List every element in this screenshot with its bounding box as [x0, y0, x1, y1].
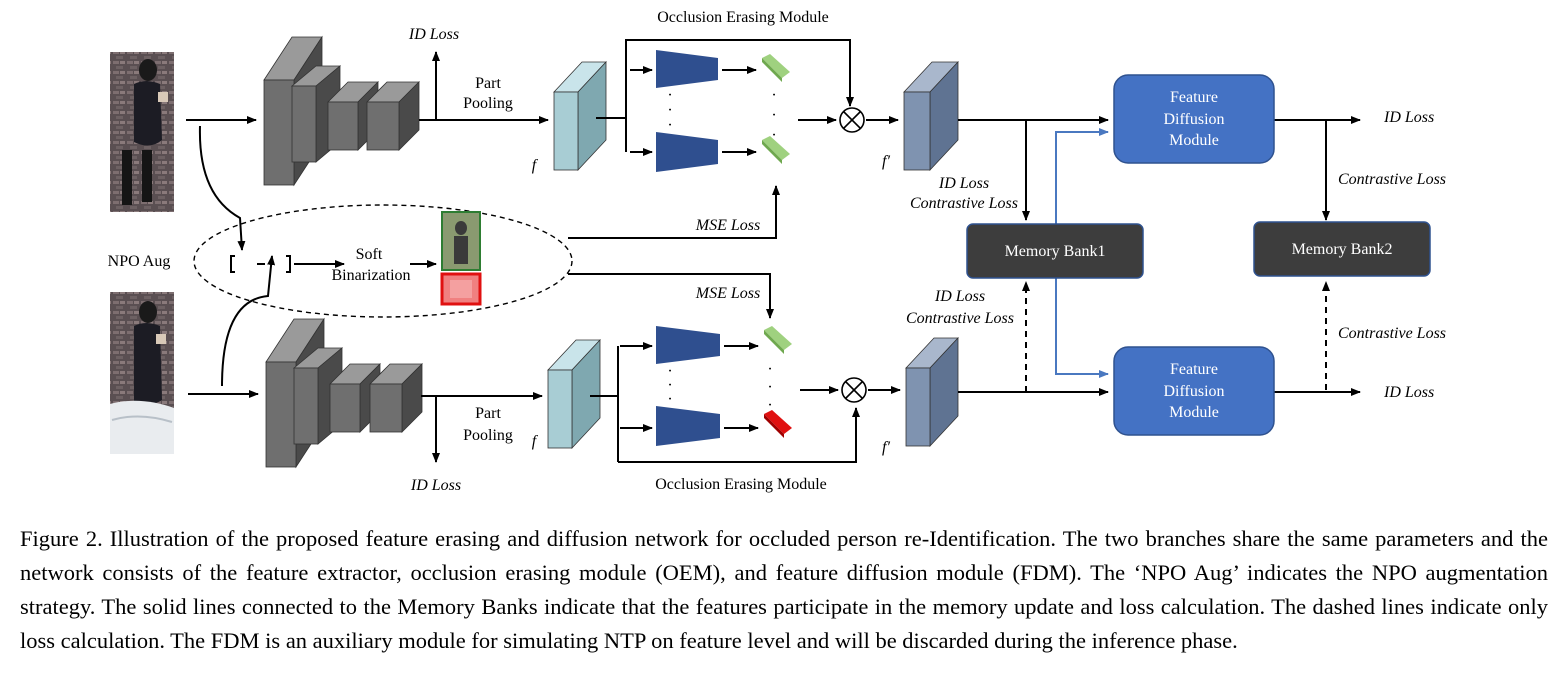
- part-label-top: Part: [475, 75, 501, 92]
- fdm-bottom-box: [1113, 346, 1275, 436]
- fdm-top-box: [1113, 74, 1275, 164]
- dots-bottom-left: ·: [667, 363, 672, 380]
- fdm-top-line3: Module: [1169, 132, 1219, 149]
- id-loss-top-backbone: ID Loss: [408, 26, 459, 43]
- occluded-person-image-icon: [110, 292, 174, 454]
- dots-top-left: ·: [667, 117, 672, 134]
- memory-bank2-box: [1253, 221, 1431, 277]
- contrastive-loss-fprime-top: Contrastive Loss: [910, 195, 1018, 212]
- feature-map-fprime-bottom: [905, 336, 959, 448]
- fprime-label-bottom: f′: [882, 439, 890, 456]
- npo-aug-ellipse: [193, 204, 573, 318]
- fprime-label-top: f′: [882, 153, 890, 170]
- memory-bank-links: [1055, 128, 1109, 378]
- id-loss-bottom-backbone: ID Loss: [410, 477, 461, 494]
- dots-bottom-right: ·: [767, 397, 772, 414]
- feature-map-f-top: [553, 60, 607, 172]
- part-label-bottom: Part: [475, 405, 501, 422]
- binarization-bracket: [230, 255, 291, 273]
- oem-label-top: Occlusion Erasing Module: [657, 9, 829, 26]
- part-tokens-bottom: [764, 326, 792, 438]
- network-diagram: Occlusion Erasing Module Occlusion Erasi…: [108, 9, 1446, 494]
- fdm-top-line2: Diffusion: [1163, 111, 1224, 128]
- fdm-bottom-line3: Module: [1169, 404, 1219, 421]
- dots-bottom-left: ·: [667, 377, 672, 394]
- multiply-icon: [841, 377, 867, 403]
- top-arrows: [186, 39, 1361, 268]
- fdm-top-line1: Feature: [1170, 89, 1218, 106]
- top-backbone: [263, 35, 420, 187]
- mse-loss-bottom: MSE Loss: [695, 285, 760, 302]
- npo-aug-label: NPO Aug: [108, 253, 171, 270]
- pooling-label-top: Pooling: [463, 95, 513, 112]
- memory-bank2-label: Memory Bank2: [1292, 241, 1393, 258]
- oem-bottom-trapezoids: [656, 326, 720, 446]
- memory-bank1-box: [966, 223, 1144, 279]
- oem-top-trapezoids: [656, 50, 718, 172]
- multiply-icon: [839, 107, 865, 133]
- mask-image-icon: [440, 211, 482, 306]
- dots-top-right: ·: [771, 127, 776, 144]
- dashed-loss-arrows: [1022, 281, 1330, 392]
- fdm-bottom-line1: Feature: [1170, 361, 1218, 378]
- dots-bottom-left: ·: [667, 391, 672, 408]
- binarization-label: Binarization: [331, 267, 410, 284]
- feature-map-fprime-top: [903, 60, 959, 172]
- dots-top-left: ·: [667, 102, 672, 119]
- dots-bottom-right: ·: [767, 379, 772, 396]
- mse-loss-top: MSE Loss: [695, 217, 760, 234]
- f-label-bottom: f: [532, 433, 539, 450]
- feature-map-f-bottom: [547, 338, 601, 450]
- figure-caption: Figure 2. Illustration of the proposed f…: [20, 526, 1548, 653]
- id-loss-output-bottom: ID Loss: [1383, 384, 1434, 401]
- dots-top-left: ·: [667, 87, 672, 104]
- part-tokens-top: [762, 54, 790, 164]
- id-loss-fprime-top: ID Loss: [938, 175, 989, 192]
- fdm-bottom-line2: Diffusion: [1163, 383, 1224, 400]
- person-image-icon: [110, 52, 174, 212]
- contrastive-loss-right-bottom: Contrastive Loss: [1338, 325, 1446, 342]
- id-loss-output-top: ID Loss: [1383, 109, 1434, 126]
- pooling-label-bottom: Pooling: [463, 427, 513, 444]
- dots-bottom-right: ·: [767, 361, 772, 378]
- f-label-top: f: [532, 157, 539, 174]
- oem-label-bottom: Occlusion Erasing Module: [655, 476, 827, 493]
- memory-bank1-label: Memory Bank1: [1005, 243, 1106, 260]
- id-loss-fprime-bottom: ID Loss: [934, 288, 985, 305]
- dots-top-right: ·: [771, 107, 776, 124]
- bottom-backbone: [265, 317, 423, 469]
- bottom-arrows: [188, 255, 1361, 463]
- contrastive-loss-fprime-bottom: Contrastive Loss: [906, 310, 1014, 327]
- contrastive-loss-right-top: Contrastive Loss: [1338, 171, 1446, 188]
- dots-top-right: ·: [771, 87, 776, 104]
- soft-label: Soft: [356, 246, 383, 263]
